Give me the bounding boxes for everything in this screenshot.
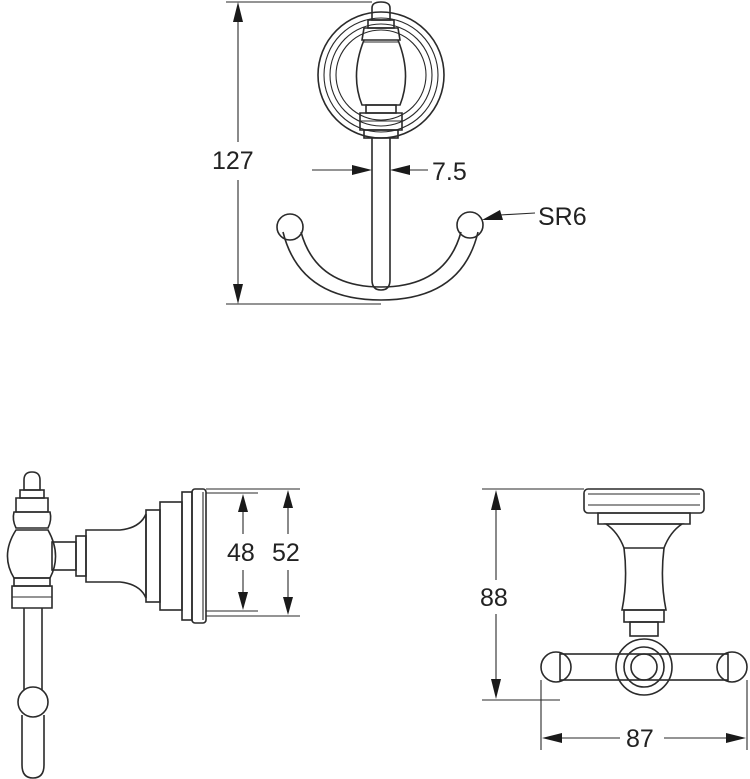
front-view: 127 7.5 SR6 xyxy=(212,1,587,305)
dim-width: 87 xyxy=(626,725,654,753)
dim-projection: 88 xyxy=(480,584,508,612)
dim-stem-width: 7.5 xyxy=(432,158,467,186)
dim-ball-radius: SR6 xyxy=(538,203,587,231)
dim-total-height: 127 xyxy=(212,147,254,175)
top-view: 88 87 xyxy=(480,488,748,753)
side-view: 48 52 xyxy=(6,471,300,779)
dim-inner-diameter: 48 xyxy=(227,539,255,567)
dim-outer-diameter: 52 xyxy=(272,539,300,567)
